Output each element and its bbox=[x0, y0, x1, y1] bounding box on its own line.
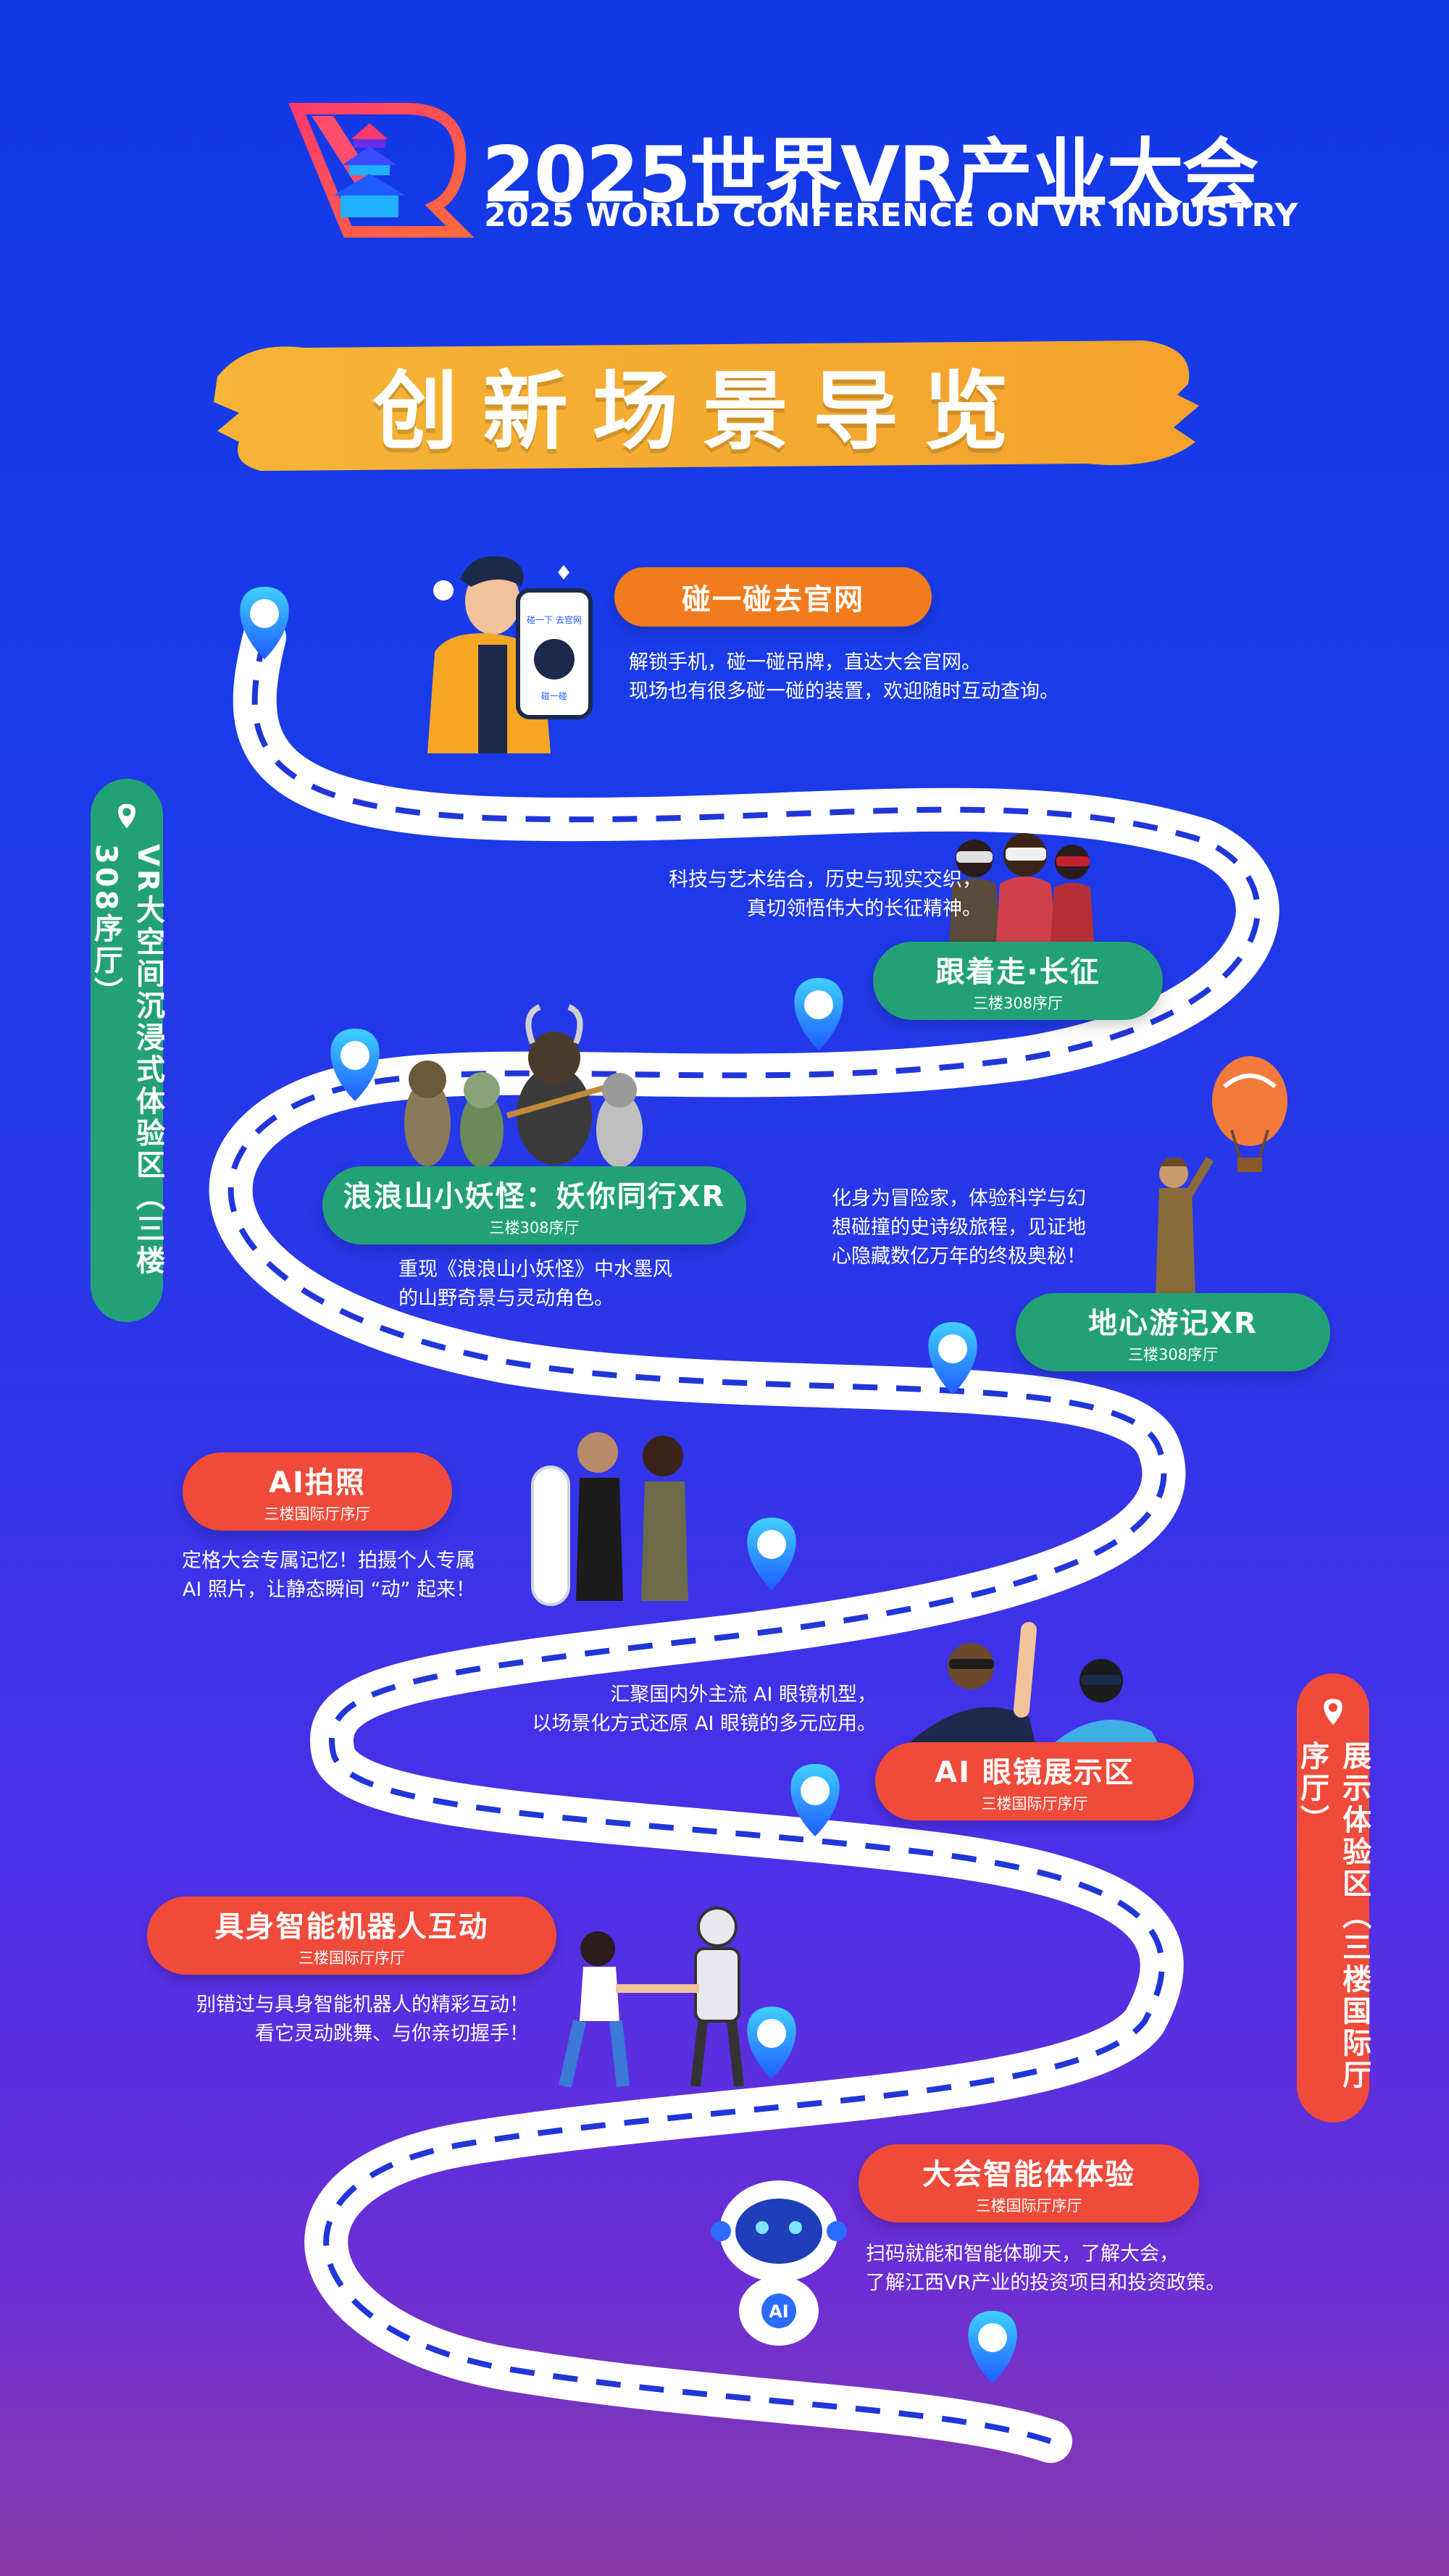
stop-ai-glasses-description: 汇聚国内外主流 AI 眼镜机型， 以场景化方式还原 AI 眼镜的多元应用。 bbox=[532, 1684, 877, 1735]
map-pin-6 bbox=[790, 1764, 840, 1836]
stop-location: 三楼308序厅 bbox=[1127, 1346, 1219, 1363]
little-monsters-illustration bbox=[404, 1004, 643, 1168]
ai-photo-couple-illustration bbox=[531, 1432, 688, 1606]
conference-subtitle: 2025 WORLD CONFERENCE ON VR INDUSTRY bbox=[484, 197, 1298, 234]
stop-location: 三楼国际厅序厅 bbox=[981, 1795, 1088, 1812]
stop-ai-glasses-zone[interactable]: AI 眼镜展示区 三楼国际厅序厅 bbox=[875, 1742, 1194, 1820]
vr-players-illustration bbox=[949, 833, 1094, 942]
stop-title: 碰一碰去官网 bbox=[682, 583, 864, 616]
stop-location: 三楼308序厅 bbox=[489, 1219, 580, 1237]
map-pin-4 bbox=[928, 1322, 977, 1394]
conference-title: 2025世界VR产业大会 bbox=[482, 130, 1259, 219]
map-pin-2 bbox=[794, 978, 843, 1050]
stop-title: AI拍照 bbox=[269, 1466, 366, 1500]
stop-location: 三楼国际厅序厅 bbox=[298, 1949, 405, 1967]
svg-text:碰一碰: 碰一碰 bbox=[541, 691, 567, 701]
hot-air-balloon-explorer-illustration bbox=[1156, 1056, 1287, 1297]
man-with-phone-illustration: 碰一下 去官网 碰一碰 bbox=[427, 556, 593, 753]
map-pin-3 bbox=[330, 1029, 380, 1101]
svg-text:AI: AI bbox=[769, 2301, 789, 2322]
stop-journey-description: 化身为冒险家，体验科学与幻 想碰撞的史诗级旅程，见证地 心隐藏数亿万年的终极奥秘… bbox=[832, 1187, 1086, 1268]
stop-ai-photo-description: 定格大会专属记忆！拍摄个人专属 AI 照片，让静态瞬间 “动” 起来！ bbox=[182, 1550, 475, 1601]
stop-touch-official-site[interactable]: 碰一碰去官网 bbox=[614, 567, 932, 627]
stop-location: 三楼国际厅序厅 bbox=[264, 1505, 371, 1523]
map-pin-8 bbox=[968, 2311, 1017, 2383]
stop-ai-agent[interactable]: 大会智能体体验 三楼国际厅序厅 bbox=[859, 2144, 1199, 2222]
map-pin-1 bbox=[240, 587, 289, 659]
banner-brush bbox=[214, 340, 1199, 471]
stop-little-monster-xr[interactable]: 浪浪山小妖怪：妖你同行XR 三楼308序厅 bbox=[322, 1166, 746, 1245]
map-pin-5 bbox=[747, 1518, 796, 1590]
stop-ai-agent-description: 扫码就能和智能体聊天，了解大会， 了解江西VR产业的投资项目和投资政策。 bbox=[866, 2243, 1226, 2294]
stop-touch-description: 解锁手机，碰一碰吊牌，直达大会官网。 现场也有很多碰一碰的装置，欢迎随时互动查询… bbox=[629, 651, 1059, 703]
stop-title: 地心游记XR bbox=[1088, 1307, 1258, 1340]
stop-embodied-robot[interactable]: 具身智能机器人互动 三楼国际厅序厅 bbox=[147, 1897, 556, 1975]
stop-embodied-robot-description: 别错过与具身智能机器人的精彩互动！ 看它灵动跳舞、与你亲切握手！ bbox=[196, 1994, 529, 2045]
side-tab-exhibition-zone: 展示体验区（三楼国际厅序厅） bbox=[1295, 1673, 1371, 2123]
stop-journey-center-earth-xr[interactable]: 地心游记XR 三楼308序厅 bbox=[1016, 1293, 1330, 1371]
side-tab-exhibition-zone-label: 展示体验区（三楼国际厅序厅） bbox=[1295, 1740, 1371, 2091]
map-pin-7 bbox=[747, 2007, 796, 2079]
location-pin-icon bbox=[118, 803, 135, 829]
stop-ai-photo[interactable]: AI拍照 三楼国际厅序厅 bbox=[183, 1452, 452, 1531]
conference-logo bbox=[288, 103, 475, 238]
side-tab-vr-zone-label: VR大空间沉浸式体验区（三楼308序厅） bbox=[89, 843, 164, 1277]
stop-title: 浪浪山小妖怪：妖你同行XR bbox=[343, 1180, 726, 1213]
svg-text:碰一下 去官网: 碰一下 去官网 bbox=[527, 614, 582, 625]
stop-title: 具身智能机器人互动 bbox=[214, 1910, 489, 1944]
stop-location: 三楼国际厅序厅 bbox=[975, 2197, 1082, 2215]
robot-handshake-illustration bbox=[559, 1907, 744, 2088]
stop-long-march-description: 科技与艺术结合，历史与现实交织， 真切领悟伟大的长征精神。 bbox=[669, 869, 982, 920]
ai-glasses-people-illustration bbox=[906, 1622, 1159, 1746]
stop-title: 大会智能体体验 bbox=[922, 2158, 1135, 2191]
stop-title: AI 眼镜展示区 bbox=[935, 1756, 1135, 1789]
location-pin-icon bbox=[1324, 1699, 1342, 1726]
ai-robot-mascot-illustration: AI bbox=[711, 2180, 847, 2346]
stop-title: 跟着走·长征 bbox=[935, 955, 1101, 989]
stop-long-march[interactable]: 跟着走·长征 三楼308序厅 bbox=[873, 942, 1163, 1020]
banner-title: 创新场景导览 bbox=[372, 361, 1033, 461]
stop-little-monster-description: 重现《浪浪山小妖怪》中水墨风 的山野奇景与灵动角色。 bbox=[398, 1258, 672, 1310]
side-tab-vr-zone: VR大空间沉浸式体验区（三楼308序厅） bbox=[89, 779, 164, 1322]
stop-location: 三楼308序厅 bbox=[972, 995, 1064, 1012]
